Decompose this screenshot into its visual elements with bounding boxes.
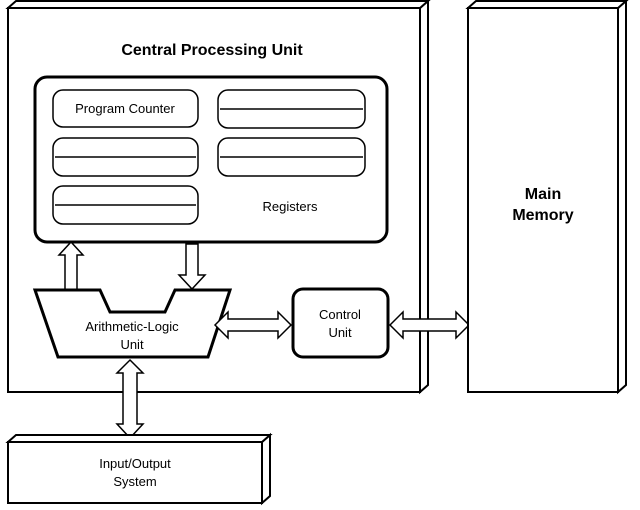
- registers-to-alu-arrow: [177, 243, 207, 291]
- io-system-box: [5, 432, 273, 506]
- alu-label-line1: Arithmetic-Logic: [85, 319, 179, 334]
- control-unit-box: [291, 287, 390, 359]
- register-slot: [52, 185, 199, 225]
- io-system-label-line2: System: [113, 474, 156, 489]
- registers-label: Registers: [263, 199, 318, 214]
- control-memory-arrow: [388, 310, 471, 340]
- program-counter-label: Program Counter: [75, 101, 175, 116]
- alu-shape: [32, 288, 233, 359]
- main-memory-label-line1: Main: [525, 186, 561, 203]
- io-system-label-line1: Input/Output: [99, 456, 171, 471]
- register-slot: [52, 137, 199, 177]
- register-slot: [217, 137, 366, 177]
- main-memory-label-line2: Memory: [512, 207, 573, 224]
- main-memory-box: [465, 0, 629, 395]
- alu-label-line2: Unit: [120, 337, 144, 352]
- alu-control-arrow: [213, 310, 293, 340]
- register-slot: [217, 89, 366, 129]
- control-unit-label-line2: Unit: [328, 325, 352, 340]
- program-counter-register: [52, 89, 199, 128]
- cpu-title: Central Processing Unit: [121, 42, 303, 59]
- alu-io-arrow: [115, 358, 145, 440]
- control-unit-label-line1: Control: [319, 307, 361, 322]
